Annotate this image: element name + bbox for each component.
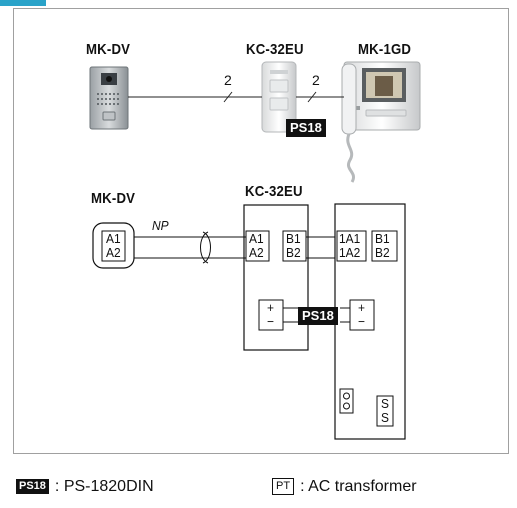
controller-box — [243, 204, 309, 351]
controller-image — [261, 61, 297, 133]
monitor-plus: + — [358, 300, 365, 315]
controller-terminal-out-box — [282, 230, 307, 262]
legend-ps18-text: : PS-1820DIN — [54, 478, 154, 495]
top-pictorial — [89, 61, 421, 183]
np-twist-2 — [202, 231, 211, 264]
monitor-terminal-b1: B1 — [375, 231, 390, 246]
legend-pt-text: : AC transformer — [300, 478, 417, 495]
monitor-terminal-out-box — [371, 230, 398, 262]
monitor-terminal-in-box — [336, 230, 367, 262]
monitor-power-box — [349, 299, 375, 331]
header-accent — [0, 0, 46, 6]
ss-terminal-2: S — [381, 410, 389, 425]
schematic-drawing — [92, 203, 406, 440]
door-terminal-a2: A2 — [106, 245, 121, 260]
top-ps18-badge: PS18 — [286, 119, 326, 137]
top-label-kc-32eu: KC-32EU — [246, 41, 304, 58]
controller-terminal-b1: B1 — [286, 231, 301, 246]
controller-plus: + — [267, 300, 274, 315]
door-terminal-box — [101, 230, 126, 262]
controller-minus: − — [267, 314, 274, 329]
monitor-minus: − — [358, 314, 365, 329]
top-label-mk-dv: MK-DV — [86, 41, 131, 58]
aux-circle-1 — [343, 392, 350, 400]
monitor-terminal-1a2: 1A2 — [339, 245, 361, 260]
top-label-mk-1gd: MK-1GD — [358, 41, 412, 58]
monitor-aux-box — [339, 388, 354, 414]
controller-terminal-a1: A1 — [249, 231, 264, 246]
legend-ps18: PS18 : PS-1820DIN — [16, 478, 154, 496]
monitor-image — [341, 61, 421, 183]
diagram-frame — [13, 8, 509, 454]
wire-slash-right — [307, 91, 317, 103]
controller-terminal-a2: A2 — [249, 245, 264, 260]
np-cable-label: NP — [152, 218, 169, 233]
wire-count-right: 2 — [312, 72, 320, 88]
monitor-terminal-1a1: 1A1 — [339, 231, 361, 246]
legend-pt: PT : AC transformer — [272, 478, 417, 496]
aux-circle-2 — [343, 402, 350, 410]
schematic-label-kc-32eu: KC-32EU — [245, 183, 303, 200]
controller-terminal-in-box — [245, 230, 270, 262]
legend-ps18-key: PS18 — [16, 479, 49, 494]
controller-power-box — [258, 299, 284, 331]
wire-slash-left — [223, 91, 233, 103]
wire-count-left: 2 — [224, 72, 232, 88]
door-station-block — [92, 222, 135, 269]
door-station-image — [89, 66, 129, 130]
ss-terminal-box — [376, 395, 394, 427]
door-terminal-a1: A1 — [106, 231, 121, 246]
legend-pt-key: PT — [272, 478, 295, 495]
schematic-label-mk-dv: MK-DV — [91, 190, 136, 207]
schematic-ps18-badge: PS18 — [298, 307, 338, 325]
controller-terminal-b2: B2 — [286, 245, 301, 260]
ss-terminal-1: S — [381, 396, 389, 411]
monitor-terminal-b2: B2 — [375, 245, 390, 260]
